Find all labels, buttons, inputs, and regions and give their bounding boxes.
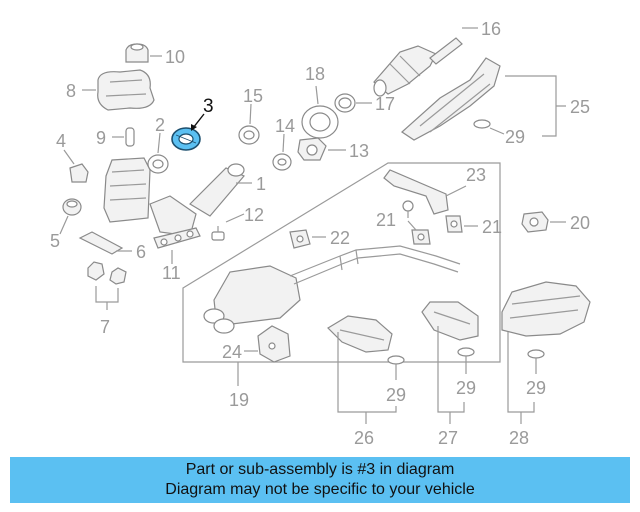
label-9: 9 <box>96 128 106 148</box>
part-29-washer-a[interactable] <box>473 119 491 129</box>
label-4: 4 <box>56 131 66 151</box>
part-21-hanger-b[interactable] <box>445 215 463 233</box>
part-25-heat-shield[interactable] <box>401 57 501 141</box>
part-13-clamp[interactable] <box>297 137 327 161</box>
part-catalyst-manifold[interactable] <box>103 157 245 237</box>
part-8-heat-shield[interactable] <box>97 69 155 111</box>
label-29a: 29 <box>505 127 525 147</box>
part-18-flange[interactable] <box>301 105 339 139</box>
part-5-insulator[interactable] <box>62 198 82 216</box>
label-15: 15 <box>243 86 263 106</box>
part-17-ring[interactable] <box>334 93 356 113</box>
label-22: 22 <box>330 228 350 248</box>
label-1: 1 <box>256 174 266 194</box>
banner-line-1: Part or sub-assembly is #3 in diagram <box>185 461 455 478</box>
part-24-bracket[interactable] <box>257 325 291 363</box>
label-24: 24 <box>222 342 242 362</box>
part-4-cap[interactable] <box>69 163 89 183</box>
part-29-washer-b[interactable] <box>387 355 405 365</box>
label-29b: 29 <box>386 385 406 405</box>
label-27: 27 <box>438 428 458 448</box>
label-19: 19 <box>229 390 249 410</box>
part-15-ring[interactable] <box>238 125 260 145</box>
assembly-19-outline <box>182 162 501 363</box>
label-20: 20 <box>570 213 590 233</box>
label-26: 26 <box>354 428 374 448</box>
part-2-gasket[interactable] <box>147 154 169 174</box>
label-16: 16 <box>481 19 501 39</box>
part-6-plate[interactable] <box>78 231 124 255</box>
part-27-heat-shield[interactable] <box>421 301 479 341</box>
part-28-heat-shield[interactable] <box>501 281 591 337</box>
label-21b: 21 <box>482 217 502 237</box>
label-29d: 29 <box>526 378 546 398</box>
info-banner: Part or sub-assembly is #3 in diagram Di… <box>10 457 630 503</box>
part-14-ring[interactable] <box>272 153 292 171</box>
label-10: 10 <box>165 47 185 67</box>
label-21a: 21 <box>376 210 396 230</box>
part-9-stud[interactable] <box>125 127 135 147</box>
part-23-bracket[interactable] <box>383 169 449 215</box>
label-29c: 29 <box>456 378 476 398</box>
label-25: 25 <box>570 97 590 117</box>
part-12-bolt[interactable] <box>211 226 225 241</box>
part-29-washer-d[interactable] <box>527 349 545 359</box>
label-13: 13 <box>349 141 369 161</box>
part-19-muffler-pipe[interactable] <box>203 245 461 334</box>
part-26-heat-shield[interactable] <box>327 315 393 353</box>
part-21-hanger-a[interactable] <box>411 229 431 245</box>
part-16-front-pipe[interactable] <box>373 37 463 97</box>
part-11-bracket[interactable] <box>153 227 201 249</box>
label-11: 11 <box>162 263 181 283</box>
part-3-gasket-highlighted[interactable] <box>171 127 201 151</box>
label-18: 18 <box>305 64 325 84</box>
label-17: 17 <box>375 94 395 114</box>
part-10-nut[interactable] <box>125 43 149 63</box>
label-8: 8 <box>66 81 76 101</box>
label-3: 3 <box>203 96 214 117</box>
label-23: 23 <box>466 165 486 185</box>
label-28: 28 <box>509 428 529 448</box>
label-14: 14 <box>275 116 295 136</box>
label-12: 12 <box>244 205 264 225</box>
part-20-sensor[interactable] <box>521 211 549 233</box>
banner-line-2: Diagram may not be specific to your vehi… <box>165 481 475 498</box>
label-6: 6 <box>136 242 146 262</box>
label-5: 5 <box>50 231 60 251</box>
label-2: 2 <box>155 115 165 135</box>
exhaust-parts-diagram: 10 8 9 3 2 4 5 <box>50 19 591 448</box>
part-7-nuts[interactable] <box>87 261 127 285</box>
part-22-hanger[interactable] <box>289 229 311 249</box>
part-29-washer-c[interactable] <box>457 347 475 357</box>
label-7: 7 <box>100 317 110 337</box>
part-bolt-23[interactable] <box>402 200 414 218</box>
